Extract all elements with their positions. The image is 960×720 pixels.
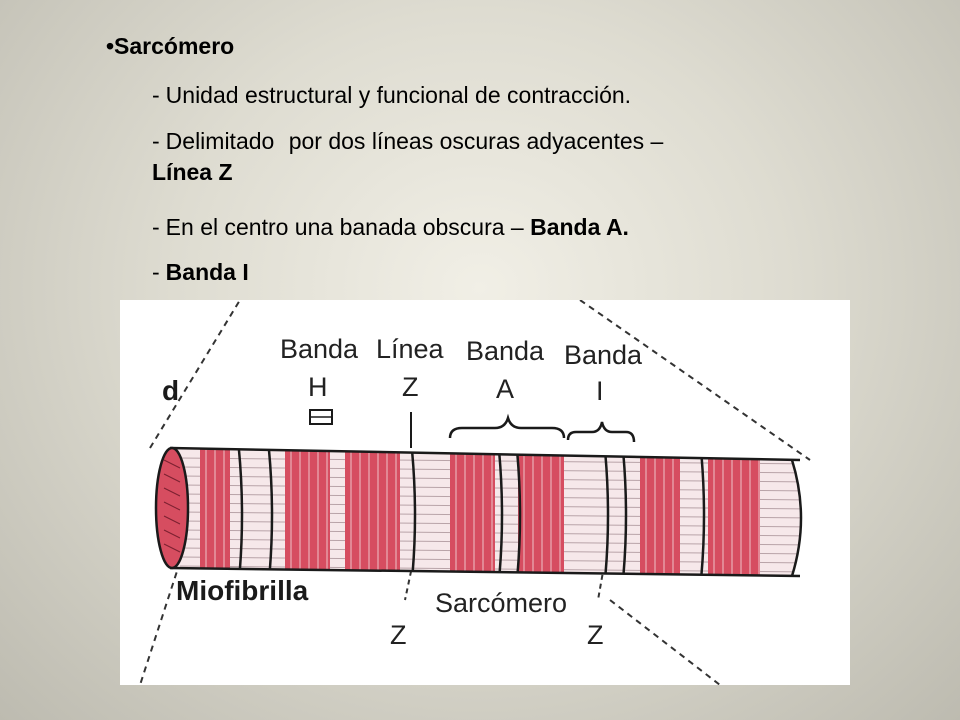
tube-bottom-edge [169,566,801,578]
label-banda-i-1: Banda [564,340,643,370]
dashed-line-right-upper [579,300,811,461]
label-banda-a-1: Banda [466,336,545,366]
bullet-delimitado: -Delimitado por dos líneas oscuras adyac… [152,126,872,188]
slide-title: •Sarcómero [106,33,235,59]
dashed-line-z-right [597,565,605,601]
cross-section-line [163,473,181,483]
dashed-line-right-lower [609,599,721,685]
bullet-bold: Banda I [165,259,249,285]
cross-section-line [163,543,181,553]
banda-a-brace [448,413,566,439]
cross-section-line [163,459,181,469]
bullet-text: En el centro una banada obscura – [165,214,524,240]
bullet-text-a: Delimitado [165,128,275,154]
bullet-dash: - [152,128,160,154]
label-miofibrilla: Miofibrilla [176,575,309,606]
bullet-text-b: por dos líneas oscuras adyacentes – [288,128,664,154]
a-band [285,448,330,576]
label-banda-h-1: Banda [280,334,359,364]
label-banda-h-2: H [308,372,328,402]
cross-section-line [163,487,181,497]
bullet-text: Unidad estructural y funcional de contra… [165,82,632,108]
bullet-dash: - [152,82,160,108]
label-z-left: Z [390,620,407,650]
label-banda-i-2: I [596,376,604,406]
tube-top-edge [169,446,801,462]
cross-section-line [163,529,181,539]
myofibril-tube [170,448,801,576]
dashed-line-z-left [404,561,414,601]
dashed-line-left-lower [139,561,181,685]
a-band [708,448,760,576]
banda-i-brace [566,421,636,443]
bullet-bold: Línea Z [152,159,233,185]
tube-right-end [790,459,803,577]
bullet-centro: -En el centro una banada obscura – Banda… [152,212,872,243]
a-band [345,448,400,576]
bullet-banda-i: -Banda I [152,257,872,288]
label-linea-z-1: Línea [376,334,445,364]
tube-cross-section [154,446,190,570]
dashed-line-left-upper [149,300,241,449]
bullet-dash: - [152,214,160,240]
sarcomere-figure: d Banda H Línea Z Banda A Banda I Miofib… [120,300,850,685]
label-linea-z-2: Z [402,372,419,402]
a-bands [200,448,760,576]
cross-section-lines [163,459,181,553]
bullet-dash: - [152,259,160,285]
label-d: d [162,375,179,406]
a-band [450,448,495,576]
myofibril-diagram: d Banda H Línea Z Banda A Banda I Miofib… [139,300,811,685]
cross-section-line [163,515,181,525]
bullet-bold: Banda A. [530,214,629,240]
cross-section-line [163,501,181,511]
a-band [518,448,564,576]
label-banda-a-2: A [496,374,514,404]
bullet-unidad: -Unidad estructural y funcional de contr… [152,80,872,111]
label-z-right: Z [587,620,604,650]
label-sarcomero: Sarcómero [435,588,567,618]
